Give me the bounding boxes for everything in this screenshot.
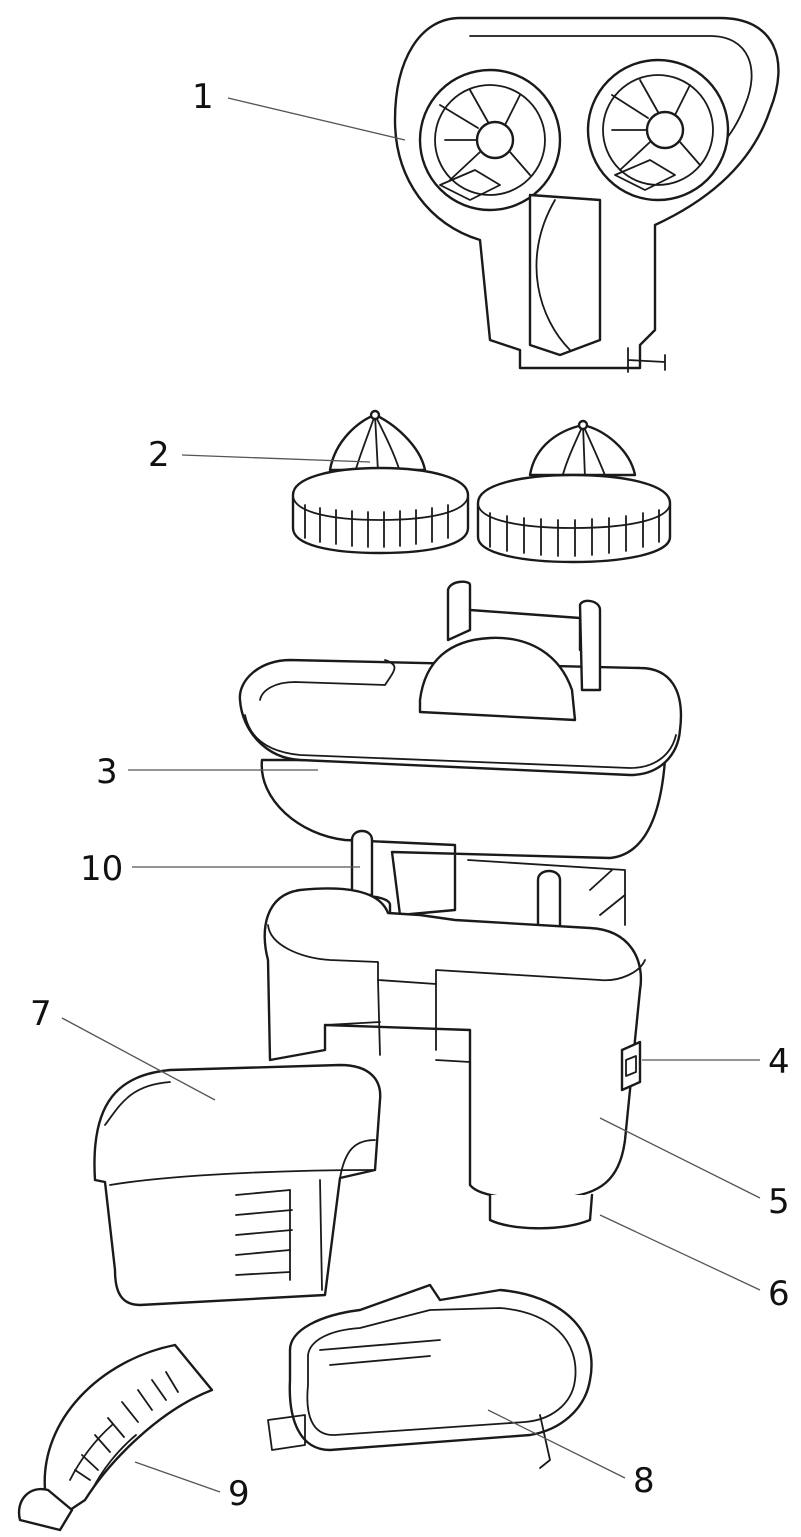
callout-9: 9 <box>228 1474 250 1514</box>
leader-8 <box>487 1409 626 1479</box>
leader-6 <box>599 1214 761 1291</box>
leader-2 <box>181 454 371 463</box>
part-1-top-cover <box>393 16 780 373</box>
part-9-pulp-grate <box>17 1343 214 1532</box>
part-5-motor-base <box>263 859 646 1230</box>
callout-1: 1 <box>192 77 214 117</box>
callout-labels: 1 2 3 4 5 6 7 8 9 10 <box>30 77 790 1514</box>
callout-10: 10 <box>80 849 123 889</box>
callout-6: 6 <box>768 1274 790 1314</box>
callout-2: 2 <box>148 435 170 475</box>
part-3-strainer-bowl <box>238 580 683 917</box>
callout-7: 7 <box>30 994 52 1034</box>
leader-1 <box>227 97 406 141</box>
part-7-juice-container <box>93 1063 382 1307</box>
part-2-reamers <box>291 409 672 564</box>
callout-5: 5 <box>768 1182 790 1222</box>
leader-5 <box>599 1117 761 1199</box>
callout-8: 8 <box>633 1461 655 1501</box>
part-8-drip-tray <box>267 1283 593 1469</box>
callout-3: 3 <box>96 752 118 792</box>
leader-9 <box>134 1461 221 1493</box>
callout-4: 4 <box>768 1042 790 1082</box>
leader-7 <box>61 1017 216 1101</box>
leader-lines <box>61 97 761 1493</box>
